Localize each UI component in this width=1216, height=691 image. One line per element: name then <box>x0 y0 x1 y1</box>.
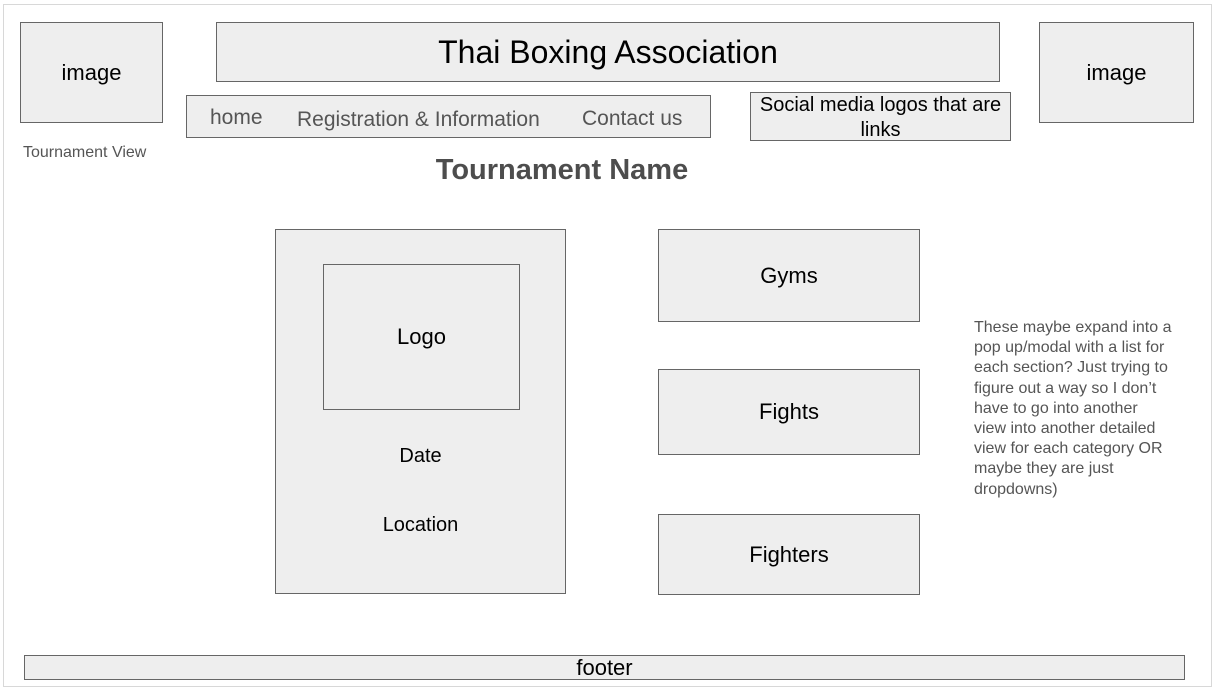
main-nav: home Registration & Information Contact … <box>186 95 711 138</box>
tournament-card: Logo Date Location <box>275 229 566 594</box>
header-left-image: image <box>20 22 163 123</box>
header-right-image: image <box>1039 22 1194 123</box>
nav-item-home[interactable]: home <box>210 106 263 129</box>
tournament-logo: Logo <box>323 264 520 410</box>
tournament-logo-label: Logo <box>397 324 446 349</box>
tournament-location: Location <box>382 514 459 536</box>
fighters-section[interactable]: Fighters <box>658 514 920 595</box>
fighters-section-label: Fighters <box>749 541 829 567</box>
fights-section-label: Fights <box>759 399 819 424</box>
page-frame <box>3 4 1212 687</box>
tournament-date: Date <box>399 445 442 467</box>
view-label: Tournament View <box>23 144 147 161</box>
nav-item-registration[interactable]: Registration & Information <box>297 108 540 131</box>
gyms-section-label: Gyms <box>760 262 818 288</box>
site-title-banner: Thai Boxing Association <box>216 22 1000 82</box>
nav-item-contact[interactable]: Contact us <box>582 107 683 130</box>
header-right-image-label: image <box>1086 59 1147 85</box>
fights-section[interactable]: Fights <box>658 369 920 455</box>
page-title: Tournament Name <box>435 154 689 186</box>
social-media-label: Social media logos that are links <box>759 93 1002 141</box>
design-note: These maybe expand into a pop up/modal w… <box>974 319 1172 498</box>
social-media-links[interactable]: Social media logos that are links <box>750 92 1011 141</box>
header-left-image-label: image <box>61 59 122 85</box>
gyms-section[interactable]: Gyms <box>658 229 920 322</box>
footer: footer <box>24 655 1185 680</box>
site-title: Thai Boxing Association <box>438 33 778 70</box>
footer-label: footer <box>576 654 633 680</box>
